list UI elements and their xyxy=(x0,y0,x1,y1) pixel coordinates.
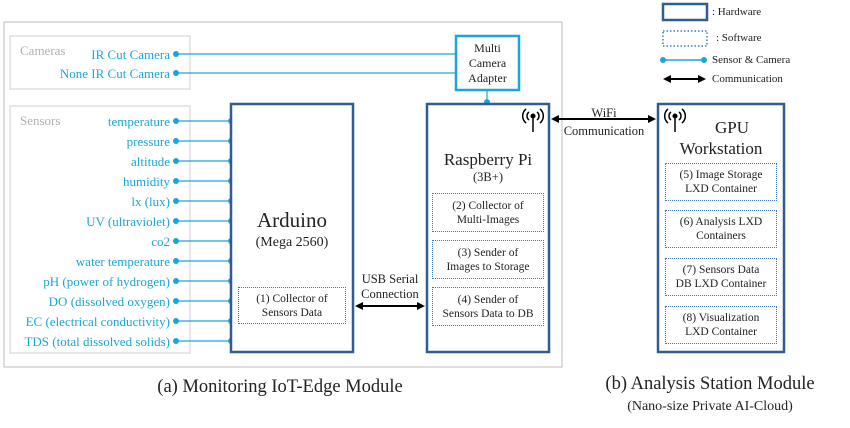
raspberry-pi-model: (3B+) xyxy=(473,170,503,184)
legend-hardware-label: : Hardware xyxy=(712,6,762,18)
sensors-group-label: Sensors xyxy=(20,113,61,128)
gpu-title-line: Workstation xyxy=(679,139,763,158)
iot-edge-module-frame xyxy=(3,21,563,368)
sensor-connection-dots xyxy=(173,118,234,344)
sensor-label: co2 xyxy=(151,234,170,249)
camera-connection-dots xyxy=(173,51,490,105)
software-line: (6) Analysis LXD xyxy=(679,216,763,228)
sensor-label: lx (lux) xyxy=(131,194,170,209)
sensor-label: pH (power of hydrogen) xyxy=(43,274,170,289)
sensor-connection-dot xyxy=(173,278,179,284)
usb-serial-label: USB Serial Connection xyxy=(354,272,426,302)
caption-right-sub: (Nano-size Private AI-Cloud) xyxy=(627,399,793,414)
sensor-connection-dot xyxy=(173,178,179,184)
arduino-model: (Mega 2560) xyxy=(255,235,329,250)
software-line: Containers xyxy=(696,230,746,242)
sensor-label: UV (ultraviolet) xyxy=(86,214,170,229)
sensor-label: pressure xyxy=(126,134,170,149)
sensor-connections xyxy=(176,120,231,342)
adapter-line: Adapter xyxy=(468,71,507,85)
sensor-label: humidity xyxy=(123,174,170,189)
antenna-icon xyxy=(663,108,687,132)
sensor-label: EC (electrical conductivity) xyxy=(25,314,170,329)
software-line: DB LXD Container xyxy=(675,278,767,290)
software-line: (4) Sender of xyxy=(457,293,519,306)
sensor-label: water temperature xyxy=(75,254,170,269)
software-line: LXD Container xyxy=(685,326,757,338)
sensor-connection-dot xyxy=(173,138,179,144)
software-line: (1) Collector of xyxy=(256,292,328,305)
legend-software-swatch xyxy=(662,30,708,47)
sensors-group-frame xyxy=(9,105,191,354)
software-line: Sensors Data to DB xyxy=(442,307,534,320)
cameras-group-label: Cameras xyxy=(20,43,66,58)
legend-communication-label: Communication xyxy=(712,73,783,85)
sensor-connection-dot xyxy=(173,318,179,324)
wifi-line: WiFi xyxy=(591,106,617,120)
sensor-connection-dot xyxy=(173,198,179,204)
arduino-title: Arduino xyxy=(257,208,327,232)
software-line: (8) Visualization xyxy=(682,312,760,324)
caption-left: (a) Monitoring IoT-Edge Module xyxy=(157,377,403,397)
multi-camera-adapter-box xyxy=(454,34,521,92)
legend-hardware-swatch xyxy=(661,2,709,22)
legend-software-label: : Software xyxy=(716,32,762,44)
wifi-line: Communication xyxy=(563,124,645,138)
sensor-label: DO (dissolved oxygen) xyxy=(48,294,170,309)
sensors-db-container: (7) Sensors Data DB LXD Container xyxy=(665,258,777,296)
sensor-connection-dot xyxy=(173,158,179,164)
camera-label: IR Cut Camera xyxy=(91,47,170,62)
software-line: Multi-Images xyxy=(456,213,520,226)
software-line: (7) Sensors Data xyxy=(682,264,760,276)
software-line: (3) Sender of xyxy=(457,246,519,259)
sensor-label: TDS (total dissolved solids) xyxy=(24,334,170,349)
caption-right: (b) Analysis Station Module xyxy=(605,374,815,394)
legend-sensor-camera-label: Sensor & Camera xyxy=(712,54,791,66)
software-line: Images to Storage xyxy=(446,260,530,273)
cameras-group-frame xyxy=(9,35,191,90)
sensor-connection-dot xyxy=(173,218,179,224)
camera-label: None IR Cut Camera xyxy=(59,66,170,81)
camera-connections xyxy=(176,53,488,105)
sensor-connection-dot xyxy=(173,258,179,264)
raspberry-pi-title: Raspberry Pi xyxy=(443,150,533,169)
software-line: Sensors Data xyxy=(261,306,323,319)
adapter-line: Camera xyxy=(468,56,507,70)
legend-sensor-dot xyxy=(660,57,666,63)
analysis-containers: (6) Analysis LXD Containers xyxy=(665,210,777,248)
software-line: (2) Collector of xyxy=(452,199,524,212)
adapter-line: Multi xyxy=(474,41,501,55)
sensor-connection-dot xyxy=(173,298,179,304)
sensor-connection-dot xyxy=(173,118,179,124)
usb-line: Connection xyxy=(361,287,419,301)
software-line: (5) Image Storage xyxy=(679,169,763,181)
sensor-label: altitude xyxy=(131,154,170,169)
usb-line: USB Serial xyxy=(361,272,419,286)
software-line: LXD Container xyxy=(685,183,757,195)
antenna-icon xyxy=(521,108,545,132)
sensor-connection-dot xyxy=(173,238,179,244)
gpu-title-line: GPU xyxy=(714,118,749,137)
sensor-connection-dot xyxy=(173,338,179,344)
adapter-label: Multi Camera Adapter xyxy=(456,41,519,86)
legend-sensor-dot xyxy=(701,57,707,63)
sensor-label: temperature xyxy=(107,114,170,129)
